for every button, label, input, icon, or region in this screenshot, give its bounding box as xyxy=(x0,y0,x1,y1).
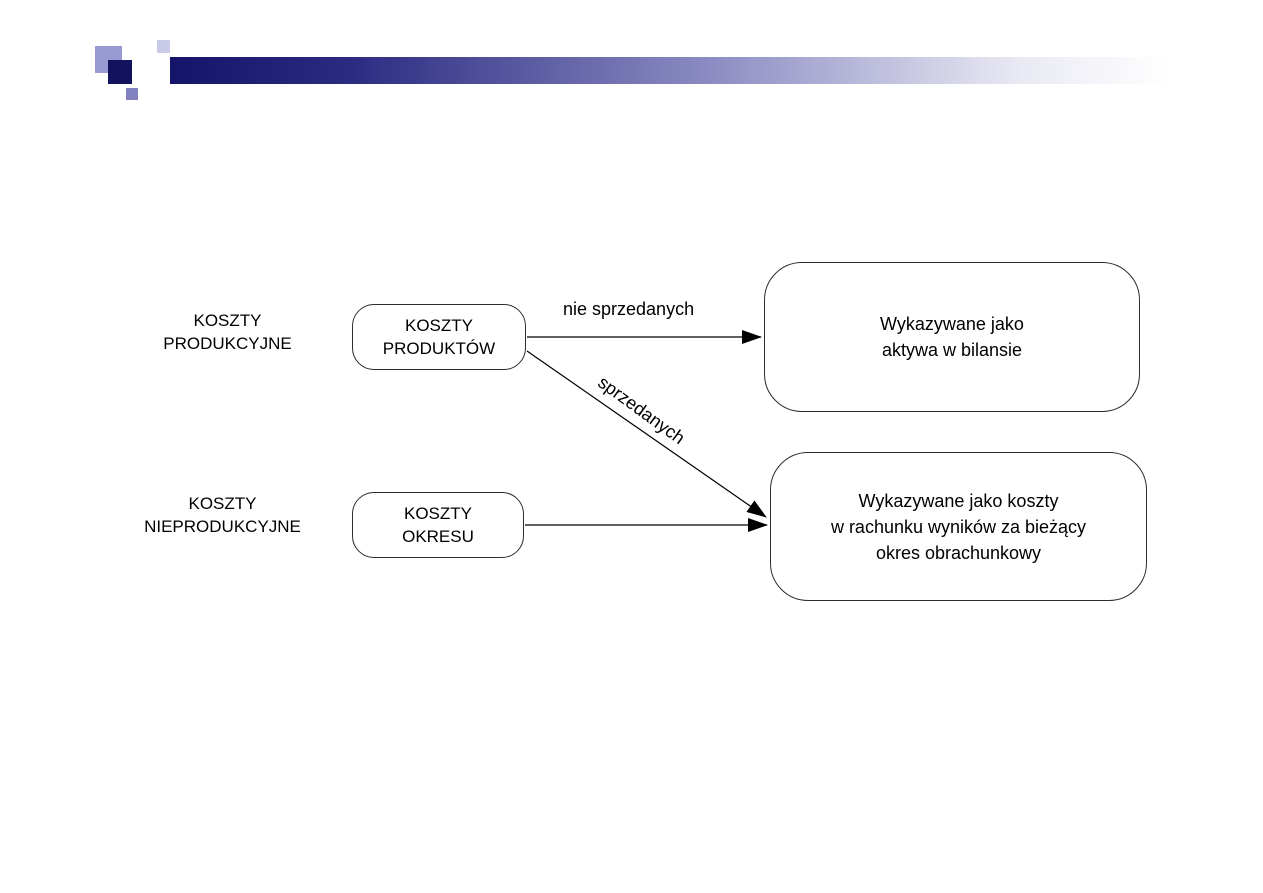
box-wykazywane-aktywa-bilans: Wykazywane jako aktywa w bilansie xyxy=(764,262,1140,412)
label-koszty-nieprodukcyjne: KOSZTY NIEPRODUKCYJNE xyxy=(144,494,301,536)
arrow-sprzedanych xyxy=(526,350,767,518)
header-gradient-bar xyxy=(170,57,1168,84)
edge-label-nie-sprzedanych: nie sprzedanych xyxy=(563,299,695,319)
node-koszty-produktow-label: KOSZTY PRODUKTÓW xyxy=(382,316,496,358)
decor-square-4 xyxy=(126,88,138,100)
node-koszty-okresu-label: KOSZTY OKRESU xyxy=(402,504,474,546)
decor-square-3 xyxy=(157,40,170,53)
node-koszty-produktow: KOSZTY PRODUKTÓW xyxy=(352,304,526,370)
box-wykazywane-koszty-rachunek: Wykazywane jako koszty w rachunku wynikó… xyxy=(770,452,1147,601)
decor-square-2 xyxy=(108,60,132,84)
node-koszty-okresu: KOSZTY OKRESU xyxy=(352,492,524,558)
label-koszty-produkcyjne: KOSZTY PRODUKCYJNE xyxy=(163,311,292,353)
box-wykazywane-aktywa-bilans-label: Wykazywane jako aktywa w bilansie xyxy=(880,314,1024,360)
box-wykazywane-koszty-rachunek-label: Wykazywane jako koszty w rachunku wynikó… xyxy=(830,490,1087,563)
